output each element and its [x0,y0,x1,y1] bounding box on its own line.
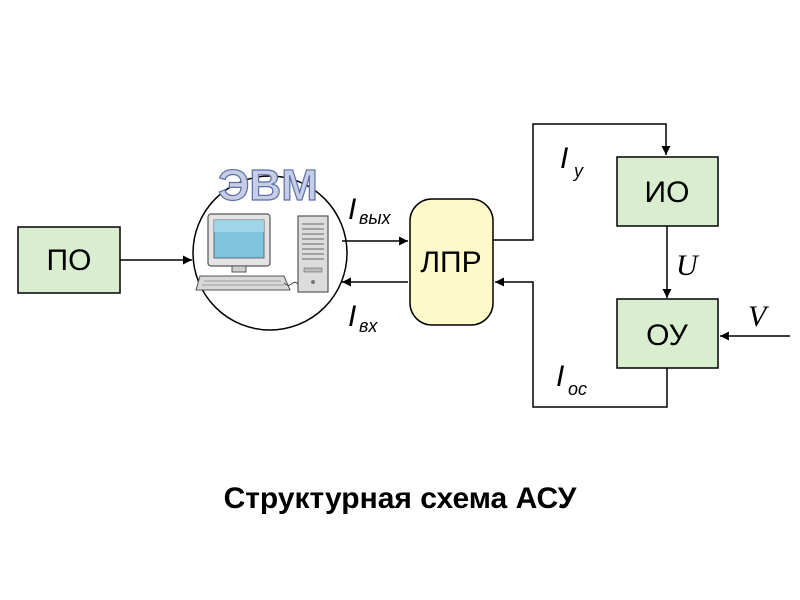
signal-i-os-label: I ос [556,360,587,399]
ou-to-lpr-feedback-arrow [495,277,668,408]
lpr-label: ЛПР [420,246,481,279]
i-y-sub: у [572,161,584,181]
signal-i-out-label: I вых [348,193,392,228]
ou-block: ОУ [616,298,719,369]
evm-block: ЭВМ [192,160,348,331]
diagram-caption: Структурная схема АСУ [223,482,577,515]
po-label: ПО [47,244,92,277]
i-os-sub: ос [568,379,587,399]
i-out-sub: вых [359,208,392,228]
lpr-block: ЛПР [409,198,494,326]
po-block: ПО [17,226,121,294]
i-out-main: I [348,193,356,226]
signal-v-label: V [748,300,770,333]
i-os-main: I [556,360,564,393]
signal-u-label: U [676,249,700,282]
i-in-main: I [348,300,356,333]
io-block: ИО [616,156,719,227]
computer-icon [195,213,329,293]
i-in-sub: вх [359,316,378,336]
signal-i-in-label: I вх [348,300,378,336]
i-y-main: I [560,142,568,175]
ou-label: ОУ [646,319,689,352]
signal-i-y-label: I у [560,142,584,181]
io-label: ИО [645,176,690,209]
evm-title: ЭВМ [218,161,318,210]
lpr-to-io-arrow [493,123,671,241]
